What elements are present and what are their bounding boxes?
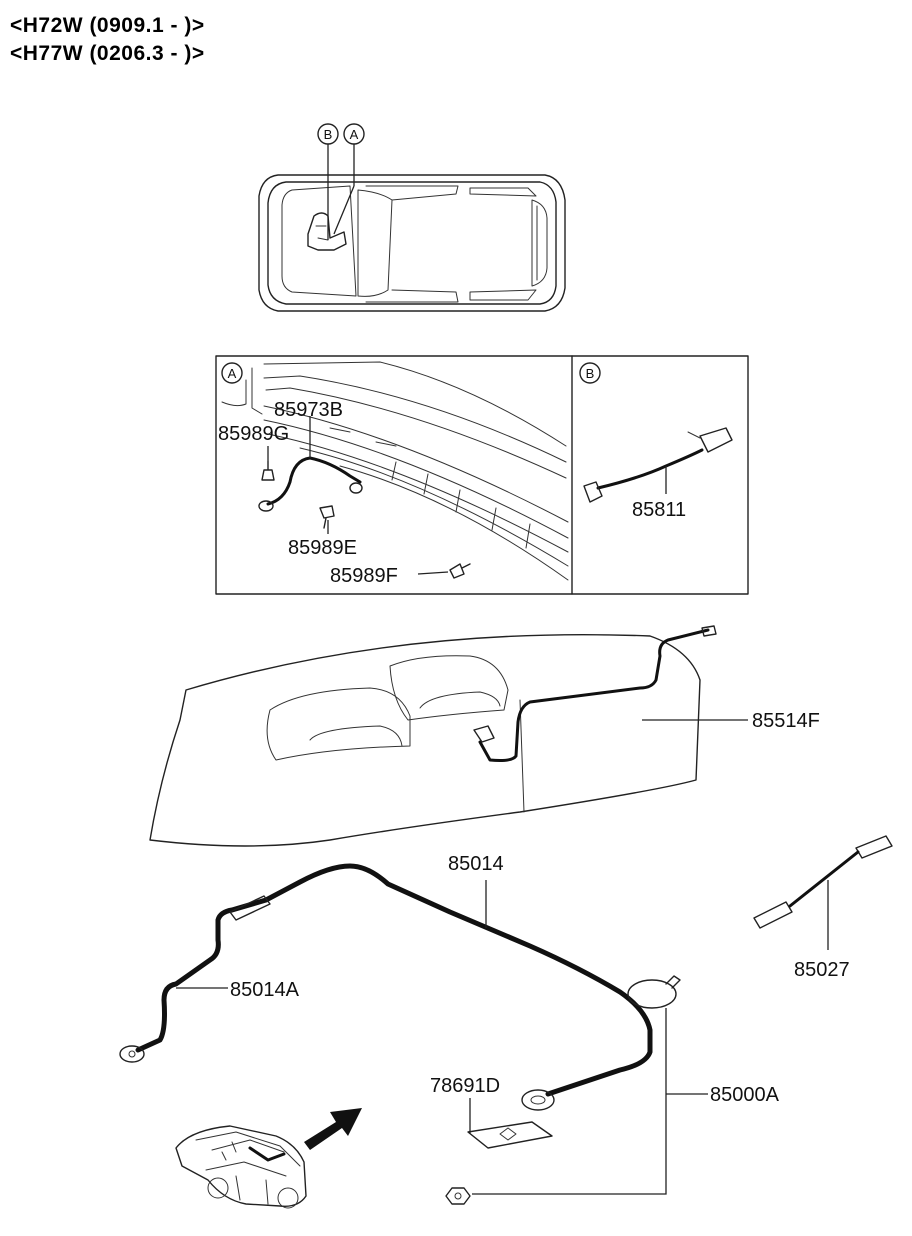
extension-cable: 85027 [753, 835, 893, 981]
pad-78691d: 78691D [430, 1075, 553, 1149]
label-85989e: 85989E [288, 537, 357, 559]
antenna-cable: 85014 85014A [119, 853, 653, 1111]
model-code-line-2: <H77W (0206.3 - )> [10, 42, 205, 65]
label-78691d: 78691D [430, 1075, 500, 1097]
detail-panel: A [215, 355, 749, 595]
label-85514f: 85514F [752, 710, 820, 732]
label-85989g: 85989G [218, 423, 289, 445]
label-85000a: 85000A [710, 1084, 780, 1106]
vehicle-top-view: B A [258, 123, 566, 312]
label-85973b: 85973B [274, 399, 343, 421]
detail-b: B 85811 [579, 362, 733, 521]
callout-a-detail: A [228, 366, 237, 381]
detail-a: A [218, 361, 569, 587]
label-85014: 85014 [448, 853, 504, 875]
callout-a-top: A [350, 127, 359, 142]
label-85989f: 85989F [330, 565, 398, 587]
antenna-base: 85000A [445, 975, 780, 1205]
label-85027: 85027 [794, 959, 850, 981]
label-85811: 85811 [632, 499, 686, 521]
callout-b-top: B [324, 127, 333, 142]
direction-arrow-icon [304, 1108, 362, 1150]
model-code-line-1: <H72W (0909.1 - )> [10, 14, 205, 37]
vehicle-perspective-view [175, 1125, 307, 1209]
callout-b-detail: B [586, 366, 595, 381]
dashboard-assembly: 85514F [149, 625, 820, 847]
label-85014a: 85014A [230, 979, 300, 1001]
